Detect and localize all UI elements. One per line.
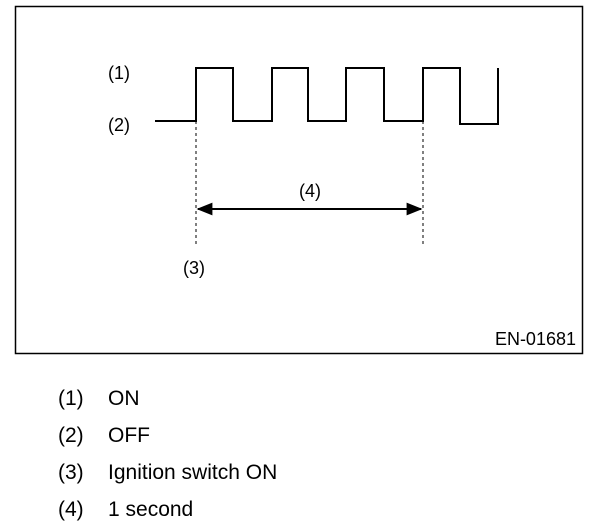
legend-item-off: (2) OFF xyxy=(58,417,578,454)
legend: (1) ON (2) OFF (3) Ignition switch ON (4… xyxy=(58,380,578,528)
legend-number: (2) xyxy=(58,424,84,447)
legend-text: OFF xyxy=(108,424,150,447)
legend-number: (4) xyxy=(58,498,84,521)
legend-item-ignition: (3) Ignition switch ON xyxy=(58,454,578,491)
legend-number: (3) xyxy=(58,461,84,484)
legend-item-interval: (4) 1 second xyxy=(58,491,578,528)
legend-text: ON xyxy=(108,387,140,410)
interval-label: (4) xyxy=(299,181,321,201)
legend-number: (1) xyxy=(58,387,84,410)
figure-frame xyxy=(14,5,584,355)
ignition-marker-label: (3) xyxy=(183,258,205,278)
legend-item-on: (1) ON xyxy=(58,380,578,417)
off-level-label: (2) xyxy=(108,115,130,135)
figure-code: EN-01681 xyxy=(495,329,576,349)
legend-text: 1 second xyxy=(108,498,194,521)
legend-text: Ignition switch ON xyxy=(108,461,278,484)
timing-diagram: (1) (2) (4) (3) EN-01681 xyxy=(14,5,584,355)
pulse-waveform xyxy=(155,67,499,125)
on-level-label: (1) xyxy=(108,63,130,83)
